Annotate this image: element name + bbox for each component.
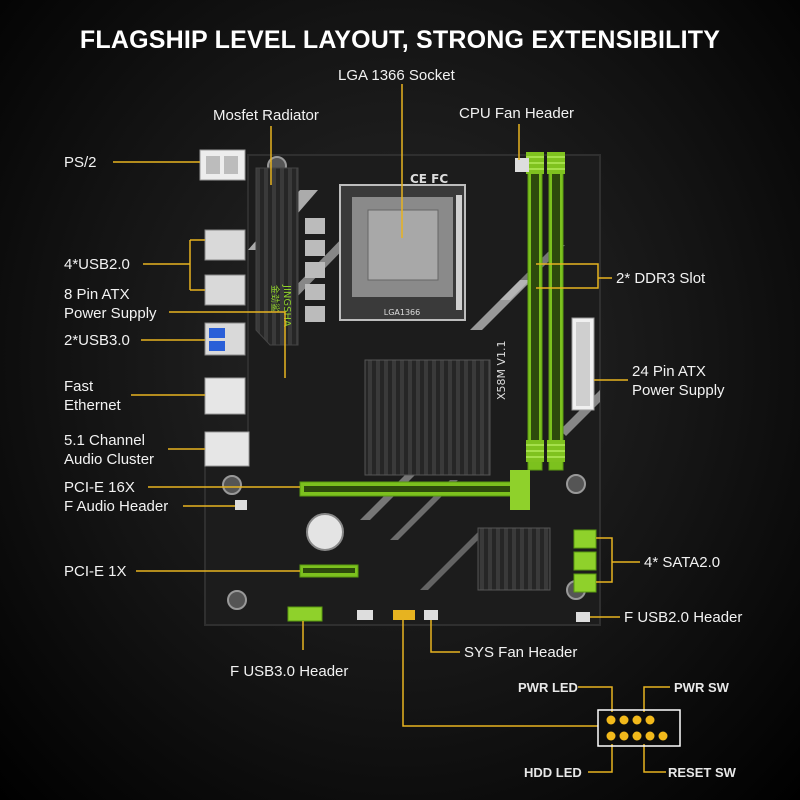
label-hdd-led: HDD LED bbox=[524, 765, 582, 780]
label-sys-fan-header: SYS Fan Header bbox=[464, 644, 578, 661]
label-cpu-fan-header: CPU Fan Header bbox=[459, 105, 575, 122]
label-sata: 4* SATA2.0 bbox=[644, 554, 721, 571]
heatsink-brand-cn-text: 金劲鲨 bbox=[269, 285, 281, 312]
label-f-usb30-header: F USB3.0 Header bbox=[230, 663, 349, 680]
label-lga-socket: LGA 1366 Socket bbox=[338, 67, 455, 84]
mosfet-heatsink: JINGSHA 金劲鲨 bbox=[255, 167, 299, 346]
label-ddr3-slot: 2* DDR3 Slot bbox=[616, 270, 706, 287]
label-usb30: 2*USB3.0 bbox=[64, 332, 130, 349]
atx24-connector bbox=[571, 317, 595, 411]
front-panel-pin-diagram bbox=[597, 709, 681, 747]
label-f-audio-header: F Audio Header bbox=[64, 498, 169, 515]
label-pcie1: PCI-E 1X bbox=[64, 563, 127, 580]
f-audio-connector bbox=[235, 500, 247, 510]
f-usb20-connector bbox=[576, 612, 590, 622]
label-audio-line2: Audio Cluster bbox=[64, 451, 155, 468]
cpu-fan-connector bbox=[515, 158, 529, 172]
headline-title: FLAGSHIP LEVEL LAYOUT, STRONG EXTENSIBIL… bbox=[79, 26, 721, 54]
label-mosfet-radiator: Mosfet Radiator bbox=[213, 107, 319, 124]
label-f-usb20-header: F USB2.0 Header bbox=[624, 609, 743, 626]
label-atx8-line2: Power Supply bbox=[64, 305, 157, 322]
label-usb20: 4*USB2.0 bbox=[64, 256, 130, 273]
label-pcie16: PCI-E 16X bbox=[64, 479, 135, 496]
label-pwr-led: PWR LED bbox=[518, 680, 578, 695]
label-audio-line1: 5.1 Channel bbox=[64, 432, 145, 449]
label-atx24-line2: Power Supply bbox=[632, 382, 725, 399]
heatsink-brand-text: JINGSHA bbox=[281, 284, 292, 327]
cmos-battery bbox=[306, 513, 344, 551]
label-atx24-line1: 24 Pin ATX bbox=[632, 363, 706, 380]
rear-io bbox=[199, 149, 250, 467]
northbridge-heatsink bbox=[364, 359, 491, 476]
label-atx8-line1: 8 Pin ATX bbox=[64, 286, 130, 303]
label-ps2: PS/2 bbox=[64, 154, 97, 171]
model-silk-text: X58M V1.1 bbox=[495, 340, 508, 400]
label-ethernet-line1: Fast bbox=[64, 378, 94, 395]
misc-header bbox=[357, 610, 373, 620]
front-panel-header bbox=[393, 610, 415, 620]
label-reset-sw: RESET SW bbox=[668, 765, 736, 780]
f-usb30-header bbox=[287, 606, 323, 622]
southbridge-heatsink bbox=[477, 527, 551, 591]
sys-fan-connector bbox=[424, 610, 438, 620]
ce-mark: CE FC bbox=[410, 172, 448, 186]
socket-silk-text: LGA1366 bbox=[384, 308, 421, 317]
ddr3-slots bbox=[526, 152, 565, 471]
sata-ports bbox=[573, 529, 597, 593]
label-ethernet-line2: Ethernet bbox=[64, 397, 121, 414]
pcie16-slot bbox=[299, 470, 530, 510]
label-pwr-sw: PWR SW bbox=[674, 680, 729, 695]
chokes bbox=[305, 218, 325, 322]
